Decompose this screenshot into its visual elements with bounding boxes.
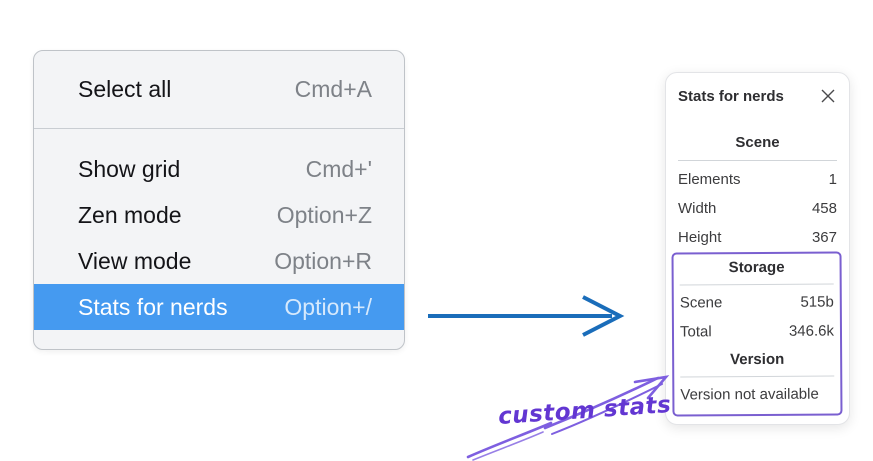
stat-row-scene-size: Scene 515b <box>680 288 834 318</box>
stat-label: Height <box>678 229 722 246</box>
menu-item-label: Zen mode <box>78 201 182 228</box>
stat-value: 458 <box>811 200 837 217</box>
menu-item-select-all[interactable]: Select all Cmd+A <box>34 67 404 112</box>
stat-label: Elements <box>678 171 741 188</box>
menu-item-shortcut: Option+R <box>274 247 372 274</box>
panel-title: Stats for nerds <box>678 87 784 105</box>
menu-item-shortcut: Cmd+A <box>294 76 372 102</box>
stats-panel: Stats for nerds Scene Elements 1 Width 4… <box>665 72 850 425</box>
section-divider <box>680 375 835 378</box>
menu-item-shortcut: Option+Z <box>276 201 372 228</box>
section-storage: Storage Scene 515b Total 346.6k <box>679 258 835 347</box>
stat-row-width: Width 458 <box>678 194 837 223</box>
section-header: Scene <box>735 134 780 151</box>
menu-item-stats-for-nerds[interactable]: Stats for nerds Option+/ <box>34 284 404 330</box>
section-divider <box>678 160 837 161</box>
stat-value: 1 <box>828 171 837 188</box>
stat-value: 346.6k <box>788 322 835 340</box>
stat-row-total-size: Total 346.6k <box>680 317 834 347</box>
stat-label: Width <box>678 200 717 217</box>
menu-item-label: Stats for nerds <box>78 293 228 320</box>
section-version: Version Version not available <box>680 350 835 410</box>
menu-item-zen-mode[interactable]: Zen mode Option+Z <box>34 192 404 238</box>
menu-item-label: View mode <box>78 247 192 274</box>
stat-row-elements: Elements 1 <box>678 165 837 194</box>
stat-value: 367 <box>811 229 837 246</box>
menu-item-label: Select all <box>78 76 172 102</box>
menu-item-view-mode[interactable]: View mode Option+R <box>34 238 404 284</box>
stat-value: 515b <box>800 293 834 311</box>
stat-label: Total <box>679 323 712 341</box>
annotation-label: custom stats <box>497 391 673 431</box>
section-header: Version <box>729 350 785 369</box>
menu-item-show-grid[interactable]: Show grid Cmd+' <box>34 146 404 192</box>
stat-row-height: Height 367 <box>678 223 837 252</box>
close-icon[interactable] <box>819 87 837 105</box>
section-scene: Scene Elements 1 Width 458 Height 367 <box>678 133 837 252</box>
menu-item-label: Show grid <box>78 155 181 182</box>
context-menu: Select all Cmd+A Show grid Cmd+' Zen mod… <box>33 50 405 350</box>
menu-item-shortcut: Cmd+' <box>305 155 372 182</box>
stat-label: Scene <box>679 294 723 312</box>
version-note: Version not available <box>680 385 819 404</box>
menu-item-shortcut: Option+/ <box>284 293 372 320</box>
flow-arrow <box>428 295 625 337</box>
section-divider <box>679 283 834 286</box>
stats-panel-header: Stats for nerds <box>678 85 837 107</box>
custom-stats-box: Storage Scene 515b Total 346.6k Version … <box>671 251 843 417</box>
menu-separator <box>34 128 404 129</box>
section-header: Storage <box>728 258 785 277</box>
